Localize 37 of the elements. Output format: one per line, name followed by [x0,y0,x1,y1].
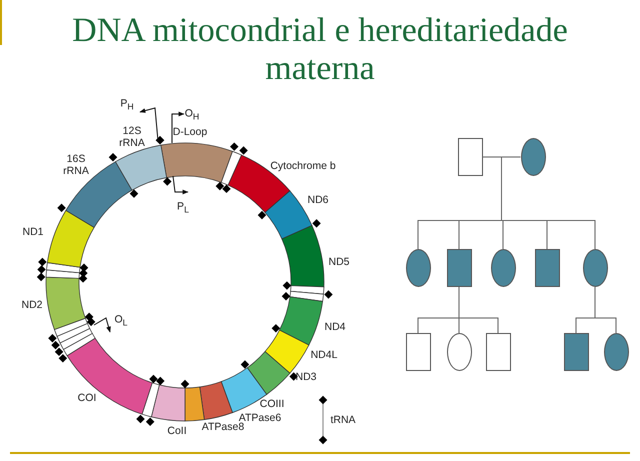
circle-symbol [582,249,608,287]
pedigree-line [501,156,596,250]
circle-symbol [520,138,546,176]
gene-label: ND4L [310,349,338,361]
square-symbol [564,333,588,371]
gene-label: ND6 [306,194,330,206]
square-symbol [486,333,510,371]
gene-label: Cytochrome b [269,160,337,172]
circle-symbol [446,333,472,371]
gene-label: ATPase8 [200,421,244,433]
gene-label: ATPase6 [238,412,282,424]
gene-label: D-Loop [172,126,208,138]
gene-label: ND2 [20,299,44,311]
gene-label: CoII [166,425,188,437]
circle-symbol [406,249,430,287]
pedigree-line [594,286,616,334]
gene-label: P$_{L}$ [176,200,190,216]
gene-label: P$_{H}$ [119,97,135,113]
gene-label: O$_{H}$ [184,107,200,123]
gene-label: ND1 [21,226,44,238]
gene-label: ND3 [294,371,318,383]
square-symbol [406,333,430,371]
square-symbol [446,249,472,287]
legend-label: tRNA [330,414,356,426]
square-symbol [458,138,482,176]
pedigree-line [458,286,498,334]
gene-label: COI [76,392,98,404]
gene-label: ND4 [323,321,346,333]
gene-label: COIII [258,398,286,410]
circle-symbol [604,333,628,371]
gene-label: 12S rRNA [118,125,146,149]
gene-label: O$_{L}$ [113,313,129,329]
gene-label: 16S rRNA [62,153,90,177]
circle-symbol [490,249,516,287]
title: DNA mitocondrial e hereditariedade materna [71,12,569,88]
square-symbol [534,249,560,287]
gene-label: ND5 [327,256,350,268]
